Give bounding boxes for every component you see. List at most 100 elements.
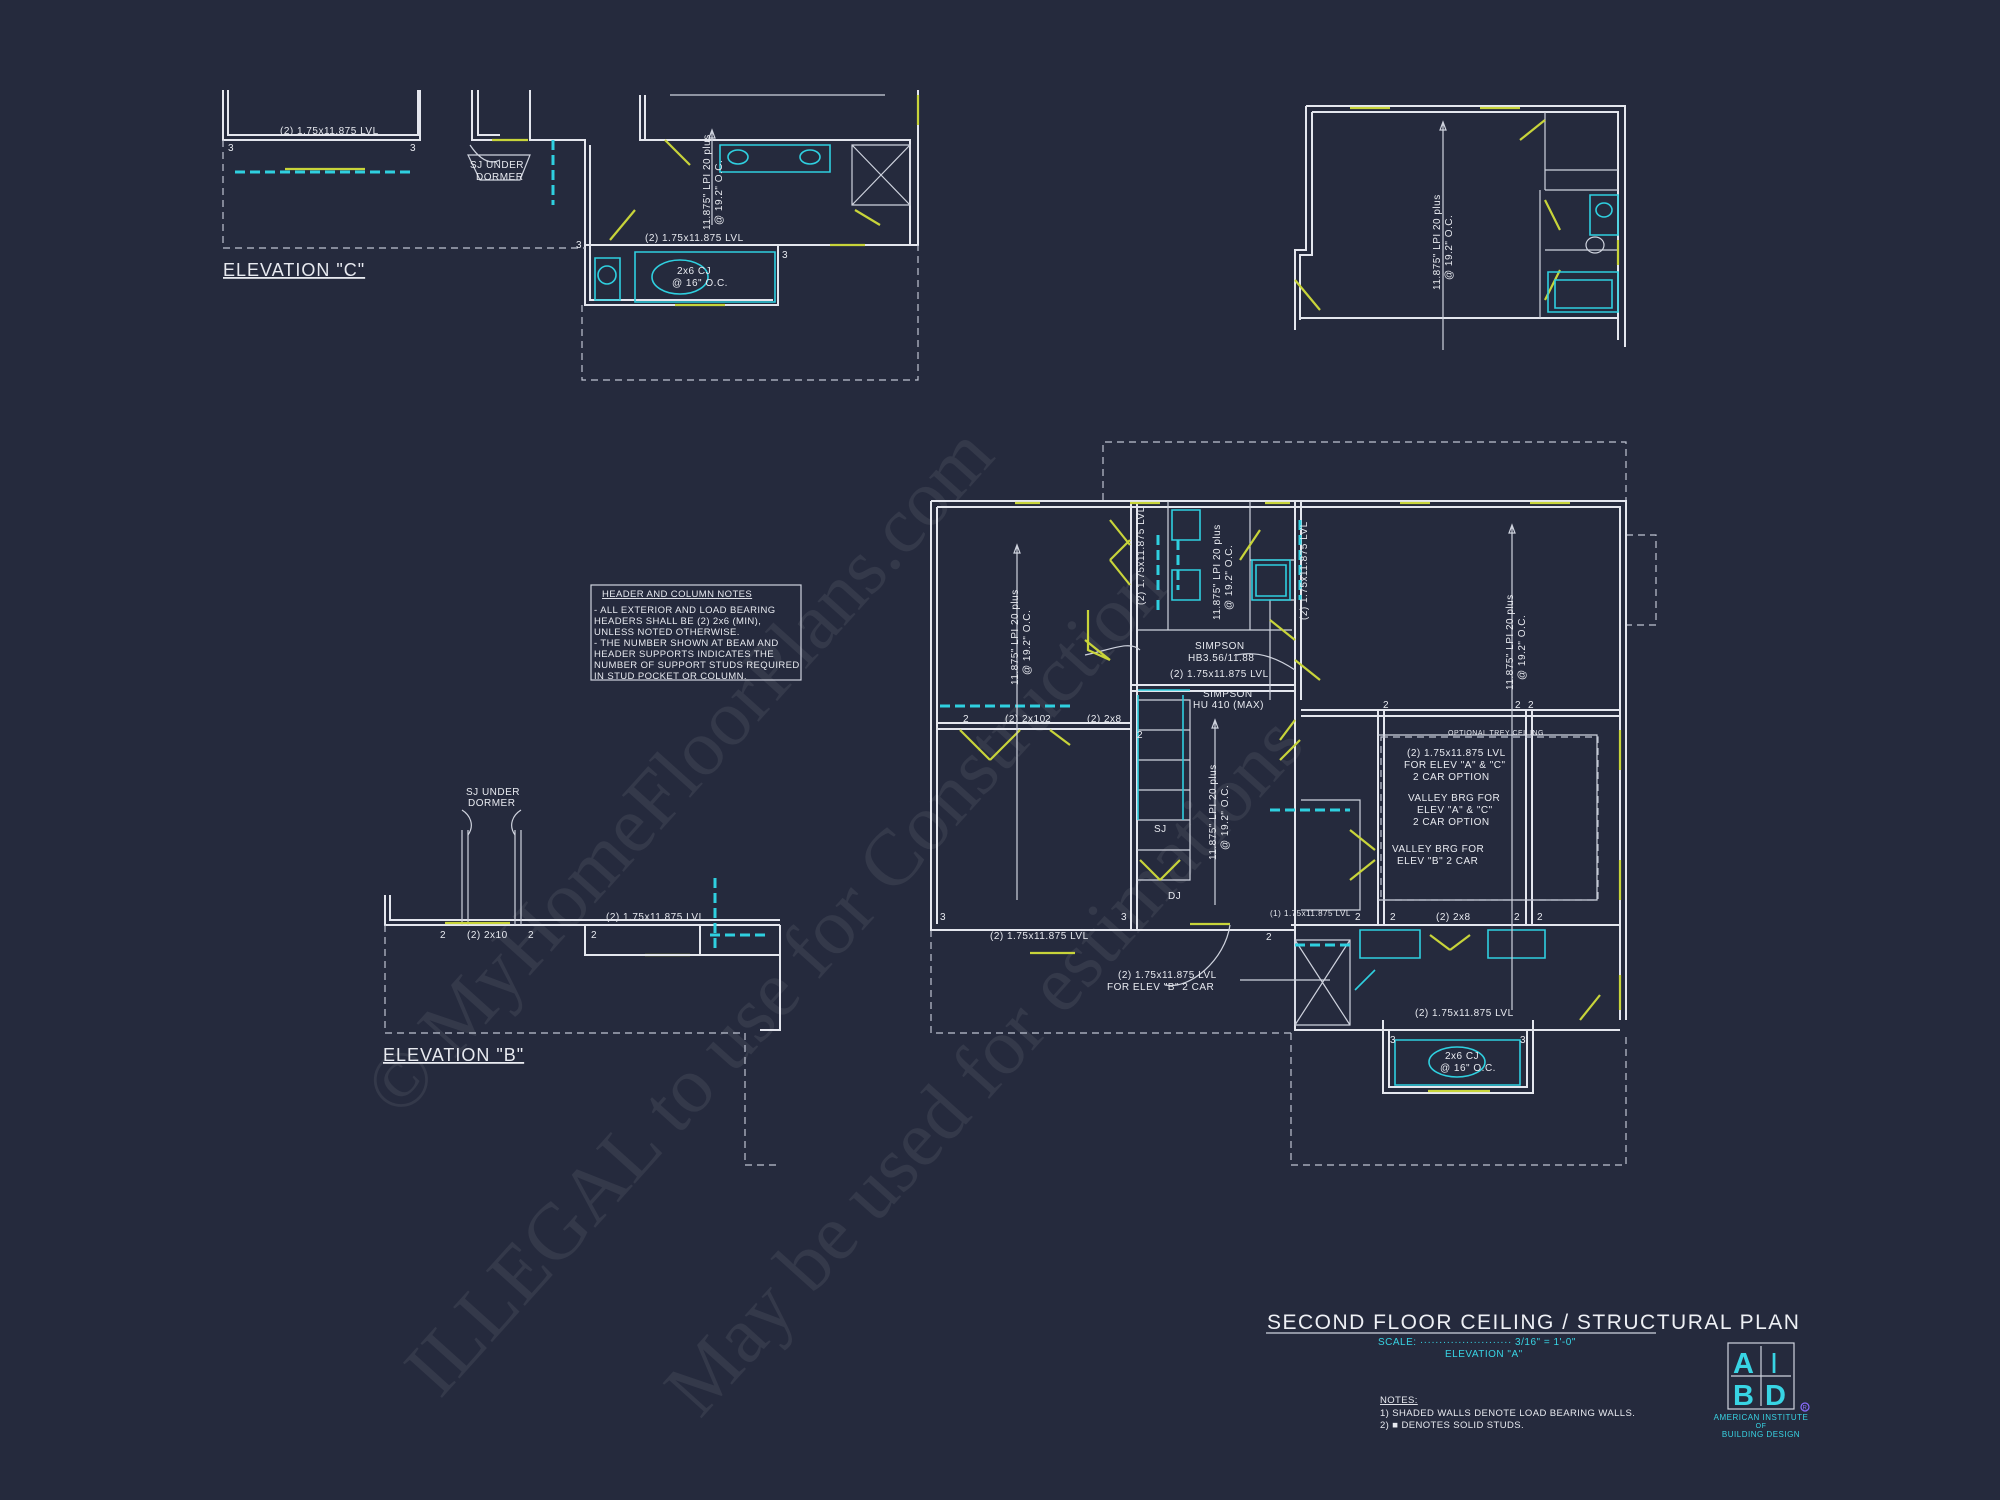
joist-label: 11.875" LPI 20 plus [1208,764,1219,860]
stud-count: 2 [440,930,446,941]
joist-label: 11.875" LPI 20 plus [1010,589,1021,685]
lvl-label: (2) 1.75x11.875 LVL [1118,970,1217,981]
valley-label: ELEV "A" & "C" [1417,805,1493,816]
note-line: UNLESS NOTED OTHERWISE. [594,627,740,638]
joist-label: 11.875" LPI 20 plus [1505,594,1516,690]
valley-label: 2 CAR OPTION [1413,817,1490,828]
stud-count: 3 [410,143,416,154]
elevation-label: ELEVATION "A" [1445,1349,1523,1360]
joist-label: @ 19.2" O.C. [1517,615,1528,680]
note-line: - ALL EXTERIOR AND LOAD BEARING [594,605,776,616]
stud-count: 3 [228,143,234,154]
cj-label: @ 16" O.C. [672,278,728,289]
joist-label: @ 19.2" O.C. [1220,785,1231,850]
lvl-label: (2) 1.75x11.875 LVL [990,931,1089,942]
trey-ceiling-label: OPTIONAL TREY CEILING [1448,730,1544,737]
joist-label: @ 19.2" O.C. [1444,215,1455,280]
note-line: IN STUD POCKET OR COLUMN. [594,671,747,682]
stud-count: 3 [1520,1035,1526,1046]
stud-count: 3 [782,250,788,261]
registered-mark: R [1803,1406,1808,1412]
simpson-label: SIMPSON [1195,641,1245,652]
lvl-label: FOR ELEV "B" 2 CAR [1107,982,1214,993]
scale-label: SCALE: ························ 3/16" = … [1378,1337,1576,1348]
stud-count: 2 [963,714,969,725]
joist-label: @ 19.2" O.C. [1022,610,1033,675]
lvl-label: (2) 1.75x11.875 LVL [1170,669,1269,680]
beam-label: (2) 1.75x11.875 LVL [645,233,744,244]
stud-count: 2 [1045,714,1051,725]
lvl-option-label: 2 CAR OPTION [1413,772,1490,783]
note-line: 1) SHADED WALLS DENOTE LOAD BEARING WALL… [1380,1408,1635,1419]
elevation-c-plan: (2) 1.75x11.875 LVL SJ UNDER DORMER (2) … [222,90,920,381]
dormer-label: DORMER [476,172,523,183]
stud-count: 2 [1515,700,1521,711]
lvl-label: (2) 1.75x11.875 LVL [1415,1008,1514,1019]
note-line: HEADER SUPPORTS INDICATES THE [594,649,774,660]
lvl-label: (2) 1.75x11.875 LVL [1299,521,1310,620]
main-floor-plan: 11.875" LPI 20 plus @ 19.2" O.C. 11.875"… [930,441,1657,1166]
notes-heading: HEADER AND COLUMN NOTES [602,589,752,600]
joist-label: @ 19.2" O.C. [1224,545,1235,610]
plan-title: SECOND FLOOR CEILING / STRUCTURAL PLAN [1267,1311,1800,1334]
stud-count: 2 [1137,730,1143,741]
cj-label: 2x6 CJ [1445,1051,1479,1062]
upper-right-plan: 11.875" LPI 20 plus @ 19.2" O.C. [1294,105,1626,350]
header-label: (2) 2x10 [467,930,508,941]
joist-label: 11.875" LPI 20 plus [702,134,713,230]
beam-label: (2) 1.75x11.875 LVL [280,126,379,137]
stud-count: 2 [1355,912,1361,923]
stud-count: 2 [1537,912,1543,923]
joist-label: @ 19.2" O.C. [714,160,725,225]
stud-count: 3 [576,240,582,251]
simpson-label: HU 410 (MAX) [1193,700,1264,711]
logo-text: OF [1756,1423,1767,1430]
stud-count: 2 [1514,912,1520,923]
elevation-b-label: ELEVATION "B" [383,1045,524,1065]
note-line: HEADERS SHALL BE (2) 2x6 (MIN), [594,616,761,627]
header-column-notes: HEADER AND COLUMN NOTES - ALL EXTERIOR A… [590,584,802,682]
sj-label: SJ [1154,824,1167,835]
logo-letter: B [1733,1380,1754,1412]
cj-label: 2x6 CJ [677,266,711,277]
stud-count: 2 [1266,932,1272,943]
simpson-label: SIMPSON [1203,689,1253,700]
stud-count: 3 [1390,1035,1396,1046]
logo-letter: I [1770,1348,1778,1380]
header-label: (2) 2x10 [1005,714,1046,725]
note-line: NUMBER OF SUPPORT STUDS REQUIRED [594,660,800,671]
stud-count: 2 [1390,912,1396,923]
lvl-label: (1) 1.75x11.875 LVL [1270,909,1351,918]
logo-text: BUILDING DESIGN [1722,1430,1800,1439]
title-block: SECOND FLOOR CEILING / STRUCTURAL PLAN S… [1266,1311,1800,1431]
logo-text: AMERICAN INSTITUTE [1714,1413,1809,1422]
dormer-label: SJ UNDER [470,160,524,171]
note-line: - THE NUMBER SHOWN AT BEAM AND [594,638,779,649]
dj-label: DJ [1168,891,1181,902]
stud-count: 3 [940,912,946,923]
dormer-label: SJ UNDER [466,787,520,798]
joist-label: 11.875" LPI 20 plus [1212,524,1223,620]
stud-count: 2 [1383,700,1389,711]
aibd-logo: A I B D R AMERICAN INSTITUTE OF BUILDING… [1714,1342,1810,1439]
valley-label: ELEV "B" 2 CAR [1397,856,1478,867]
beam-label: (2) 1.75x11.875 LVL [606,912,705,923]
stud-count: 2 [591,930,597,941]
note-line: 2) ■ DENOTES SOLID STUDS. [1380,1420,1524,1431]
lvl-label: (2) 1.75x11.875 LVL [1136,506,1147,605]
logo-letter: A [1733,1348,1754,1380]
valley-label: VALLEY BRG FOR [1408,793,1500,804]
notes-heading: NOTES: [1380,1395,1418,1406]
lvl-option-label: (2) 1.75x11.875 LVL [1407,748,1506,759]
elevation-c-label: ELEVATION "C" [223,260,365,280]
lvl-option-label: FOR ELEV "A" & "C" [1404,760,1506,771]
joist-label: 11.875" LPI 20 plus [1432,194,1443,290]
stud-count: 3 [1121,912,1127,923]
dormer-label: DORMER [468,798,515,809]
stud-count: 2 [528,930,534,941]
header-label: (2) 2x8 [1436,912,1471,923]
header-label: (2) 2x8 [1087,714,1122,725]
stud-count: 2 [1528,700,1534,711]
simpson-label: HB3.56/11.88 [1188,653,1254,664]
